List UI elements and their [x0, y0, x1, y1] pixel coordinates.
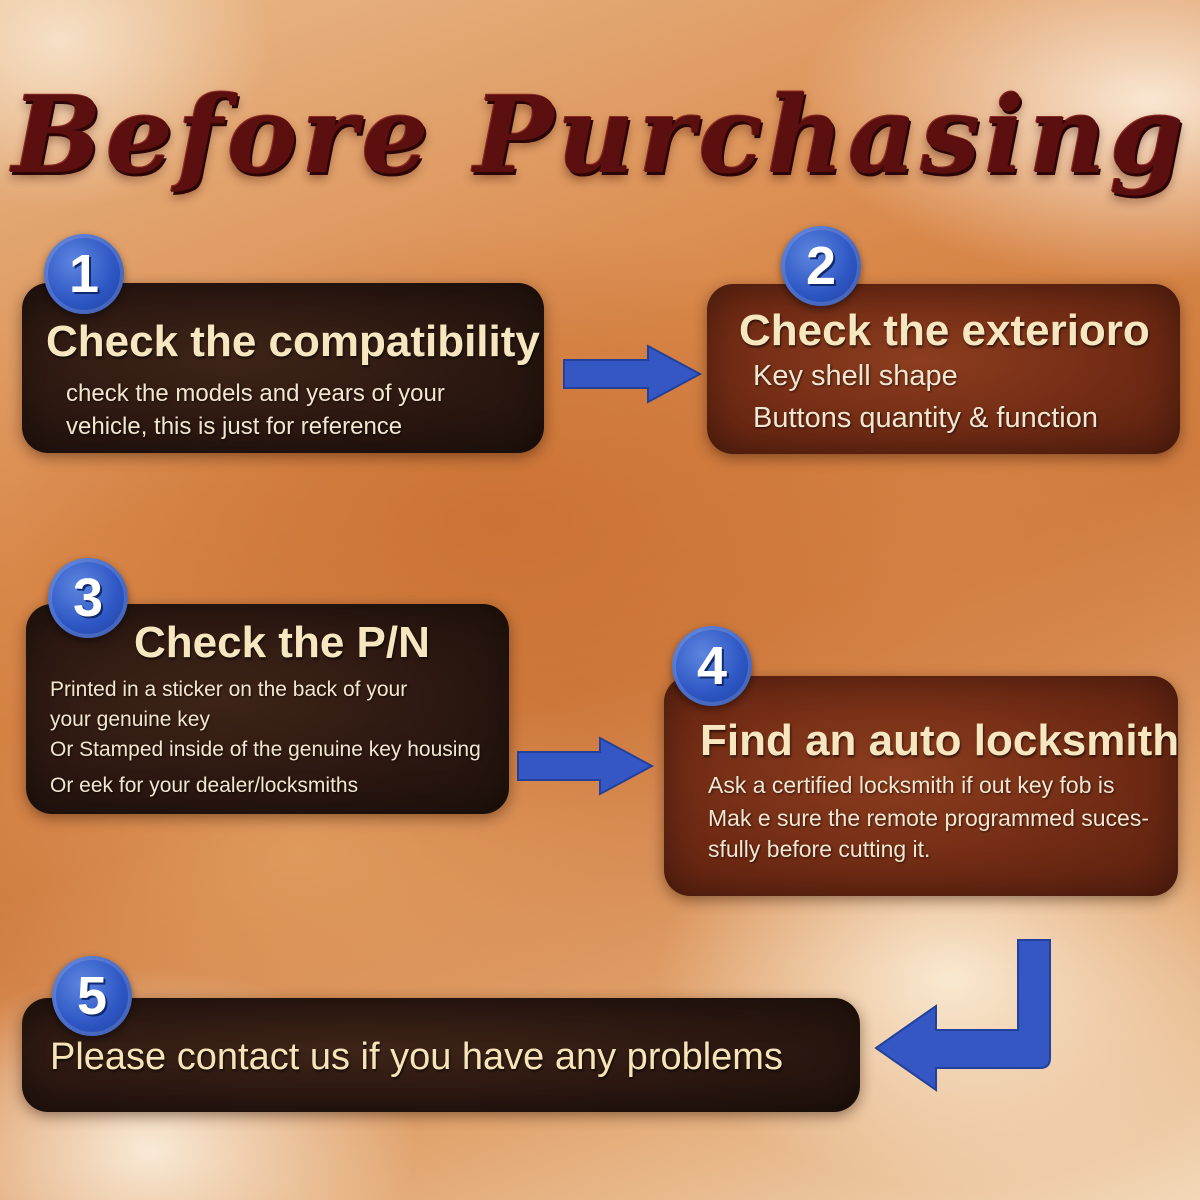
step-3-line: Or eek for your dealer/locksmiths — [50, 774, 359, 797]
right-arrow-icon — [563, 344, 703, 404]
step-4-line: Mak e sure the remote programmed suces- — [708, 805, 1150, 831]
step-3-heading: Check the P/N — [134, 618, 430, 667]
step-4-line: sfully before cutting it. — [708, 836, 931, 862]
step-5-heading: Please contact us if you have any proble… — [50, 1036, 783, 1078]
step-4-number-badge: 4 — [672, 626, 752, 706]
step-1-box: Check the compatibility check the models… — [22, 283, 544, 453]
step-1-heading: Check the compatibility — [46, 317, 540, 366]
step-1-line: check the models and years of your — [66, 380, 445, 407]
step-2-box: Check the exterioro Key shell shape Butt… — [707, 284, 1180, 454]
step-3-box: Check the P/N Printed in a sticker on th… — [26, 604, 509, 814]
step-4-heading: Find an auto locksmith — [700, 716, 1180, 765]
step-2-line: Buttons quantity & function — [753, 402, 1098, 434]
step-4-line: Ask a certified locksmith if out key fob… — [708, 772, 1115, 798]
step-2-heading: Check the exterioro — [739, 306, 1150, 355]
step-3-number-badge: 3 — [48, 558, 128, 638]
step-3-line: Printed in a sticker on the back of your — [50, 678, 408, 701]
step-5-box: Please contact us if you have any proble… — [22, 998, 860, 1112]
return-arrow-icon — [874, 939, 1051, 1092]
step-3-line: Or Stamped inside of the genuine key hou… — [50, 738, 481, 761]
step-2-line: Key shell shape — [753, 360, 958, 392]
right-arrow-icon — [517, 736, 655, 796]
step-3-line: your genuine key — [50, 708, 210, 731]
step-1-number-badge: 1 — [44, 234, 124, 314]
step-5-number-badge: 5 — [52, 956, 132, 1036]
step-1-line: vehicle, this is just for reference — [66, 413, 403, 440]
step-4-box: Find an auto locksmith Ask a certified l… — [664, 676, 1180, 896]
step-2-number-badge: 2 — [781, 226, 861, 306]
page-title: Before Purchasing — [12, 72, 1188, 197]
